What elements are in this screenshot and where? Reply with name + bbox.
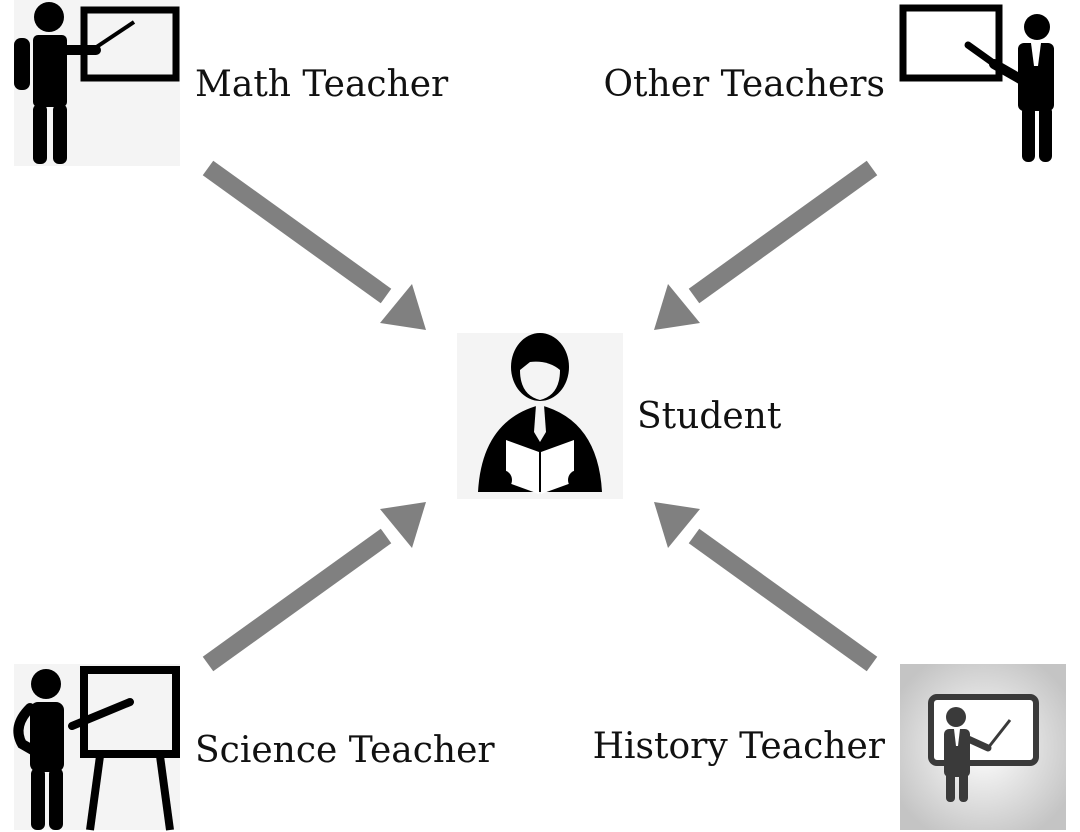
- arrow-history-to-student: [654, 502, 878, 672]
- arrow-other-to-student: [654, 160, 878, 330]
- other-teachers-icon: [899, 4, 1054, 162]
- math-teacher-icon: [14, 0, 180, 166]
- history-teacher-icon: [900, 664, 1066, 830]
- arrow-science-to-student: [202, 502, 426, 672]
- student-icon: [457, 333, 623, 499]
- science-teacher-label: Science Teacher: [195, 730, 495, 771]
- science-teacher-icon: [13, 664, 180, 831]
- arrow-math-to-student: [202, 160, 426, 330]
- other-teachers-label: Other Teachers: [604, 64, 885, 105]
- math-teacher-label: Math Teacher: [195, 64, 449, 105]
- history-teacher-label: History Teacher: [593, 726, 886, 767]
- student-label: Student: [637, 396, 782, 437]
